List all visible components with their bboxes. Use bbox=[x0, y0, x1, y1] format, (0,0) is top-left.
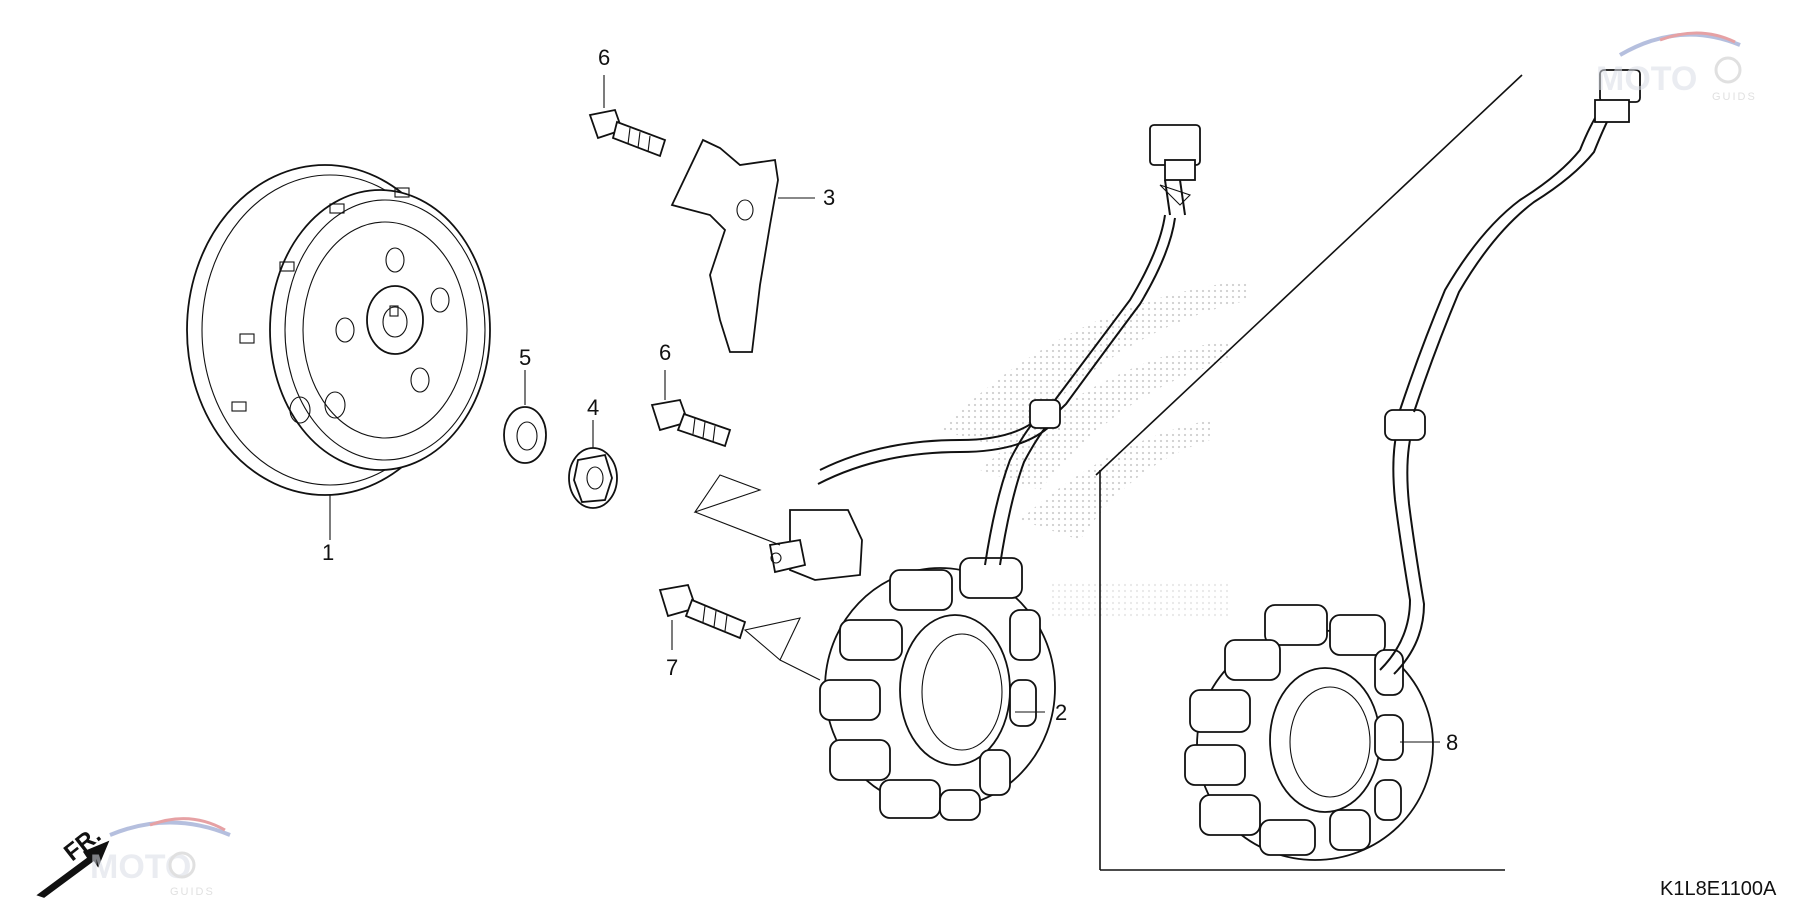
diagram-code: K1L8E1100A bbox=[1660, 878, 1777, 900]
stator-complete bbox=[1184, 69, 1641, 861]
bolt-lower bbox=[650, 370, 732, 448]
callout-8: 8 bbox=[1446, 730, 1458, 755]
watermark-tagline-bottom: GUIDS bbox=[170, 886, 215, 898]
gear-icon bbox=[168, 851, 196, 879]
callout-labels: 1 2 3 4 5 6 6 7 8 bbox=[322, 45, 1458, 755]
watermark-logo-top: MOTO GUIDS bbox=[1596, 31, 1757, 103]
stator-bolt bbox=[658, 583, 747, 650]
washer bbox=[503, 370, 547, 464]
callout-7: 7 bbox=[666, 655, 678, 680]
callout-4: 4 bbox=[587, 395, 599, 420]
stator-assembly bbox=[693, 124, 1201, 821]
callout-2: 2 bbox=[1055, 700, 1067, 725]
bolt-upper bbox=[588, 75, 667, 158]
front-arrow-icon bbox=[36, 840, 110, 898]
flange-nut bbox=[568, 420, 618, 509]
gear-icon bbox=[1714, 56, 1742, 84]
callout-6-lower: 6 bbox=[659, 340, 671, 365]
watermark-tagline-top: GUIDS bbox=[1712, 91, 1757, 103]
watermark-brand-top: MOTO bbox=[1596, 60, 1697, 98]
callout-6-upper: 6 bbox=[598, 45, 610, 70]
callout-5: 5 bbox=[519, 345, 531, 370]
callout-3: 3 bbox=[823, 185, 835, 210]
flywheel-rotor bbox=[186, 164, 491, 540]
stator-complete-box bbox=[1095, 74, 1523, 871]
callout-1: 1 bbox=[322, 540, 334, 565]
watermark-logo-bottom: MOTO GUIDS bbox=[90, 817, 231, 898]
wire-bracket bbox=[670, 138, 815, 353]
